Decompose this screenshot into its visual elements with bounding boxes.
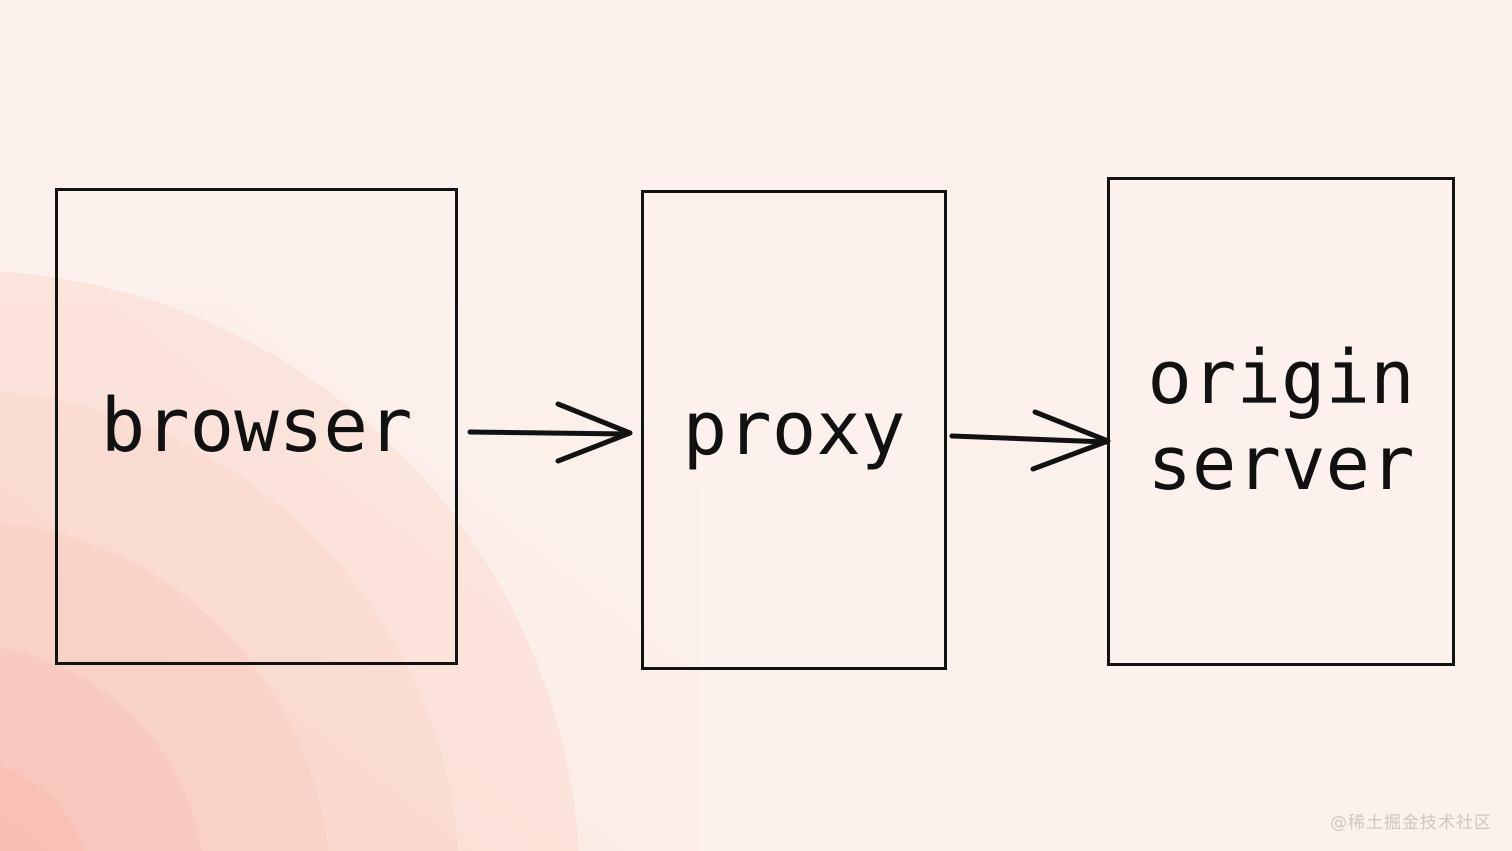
node-browser-label: browser bbox=[100, 382, 413, 469]
arrow-browser-to-proxy bbox=[467, 401, 633, 464]
arrowhead-icon bbox=[555, 401, 633, 464]
node-browser[interactable]: browser bbox=[55, 188, 458, 665]
node-proxy-label: proxy bbox=[682, 386, 906, 473]
node-origin-server[interactable]: origin server bbox=[1107, 177, 1455, 666]
node-origin-server-label: origin server bbox=[1147, 334, 1415, 507]
watermark: @稀土掘金技术社区 bbox=[1330, 813, 1492, 833]
node-proxy[interactable]: proxy bbox=[641, 190, 947, 670]
arrow-proxy-to-origin bbox=[949, 409, 1111, 472]
